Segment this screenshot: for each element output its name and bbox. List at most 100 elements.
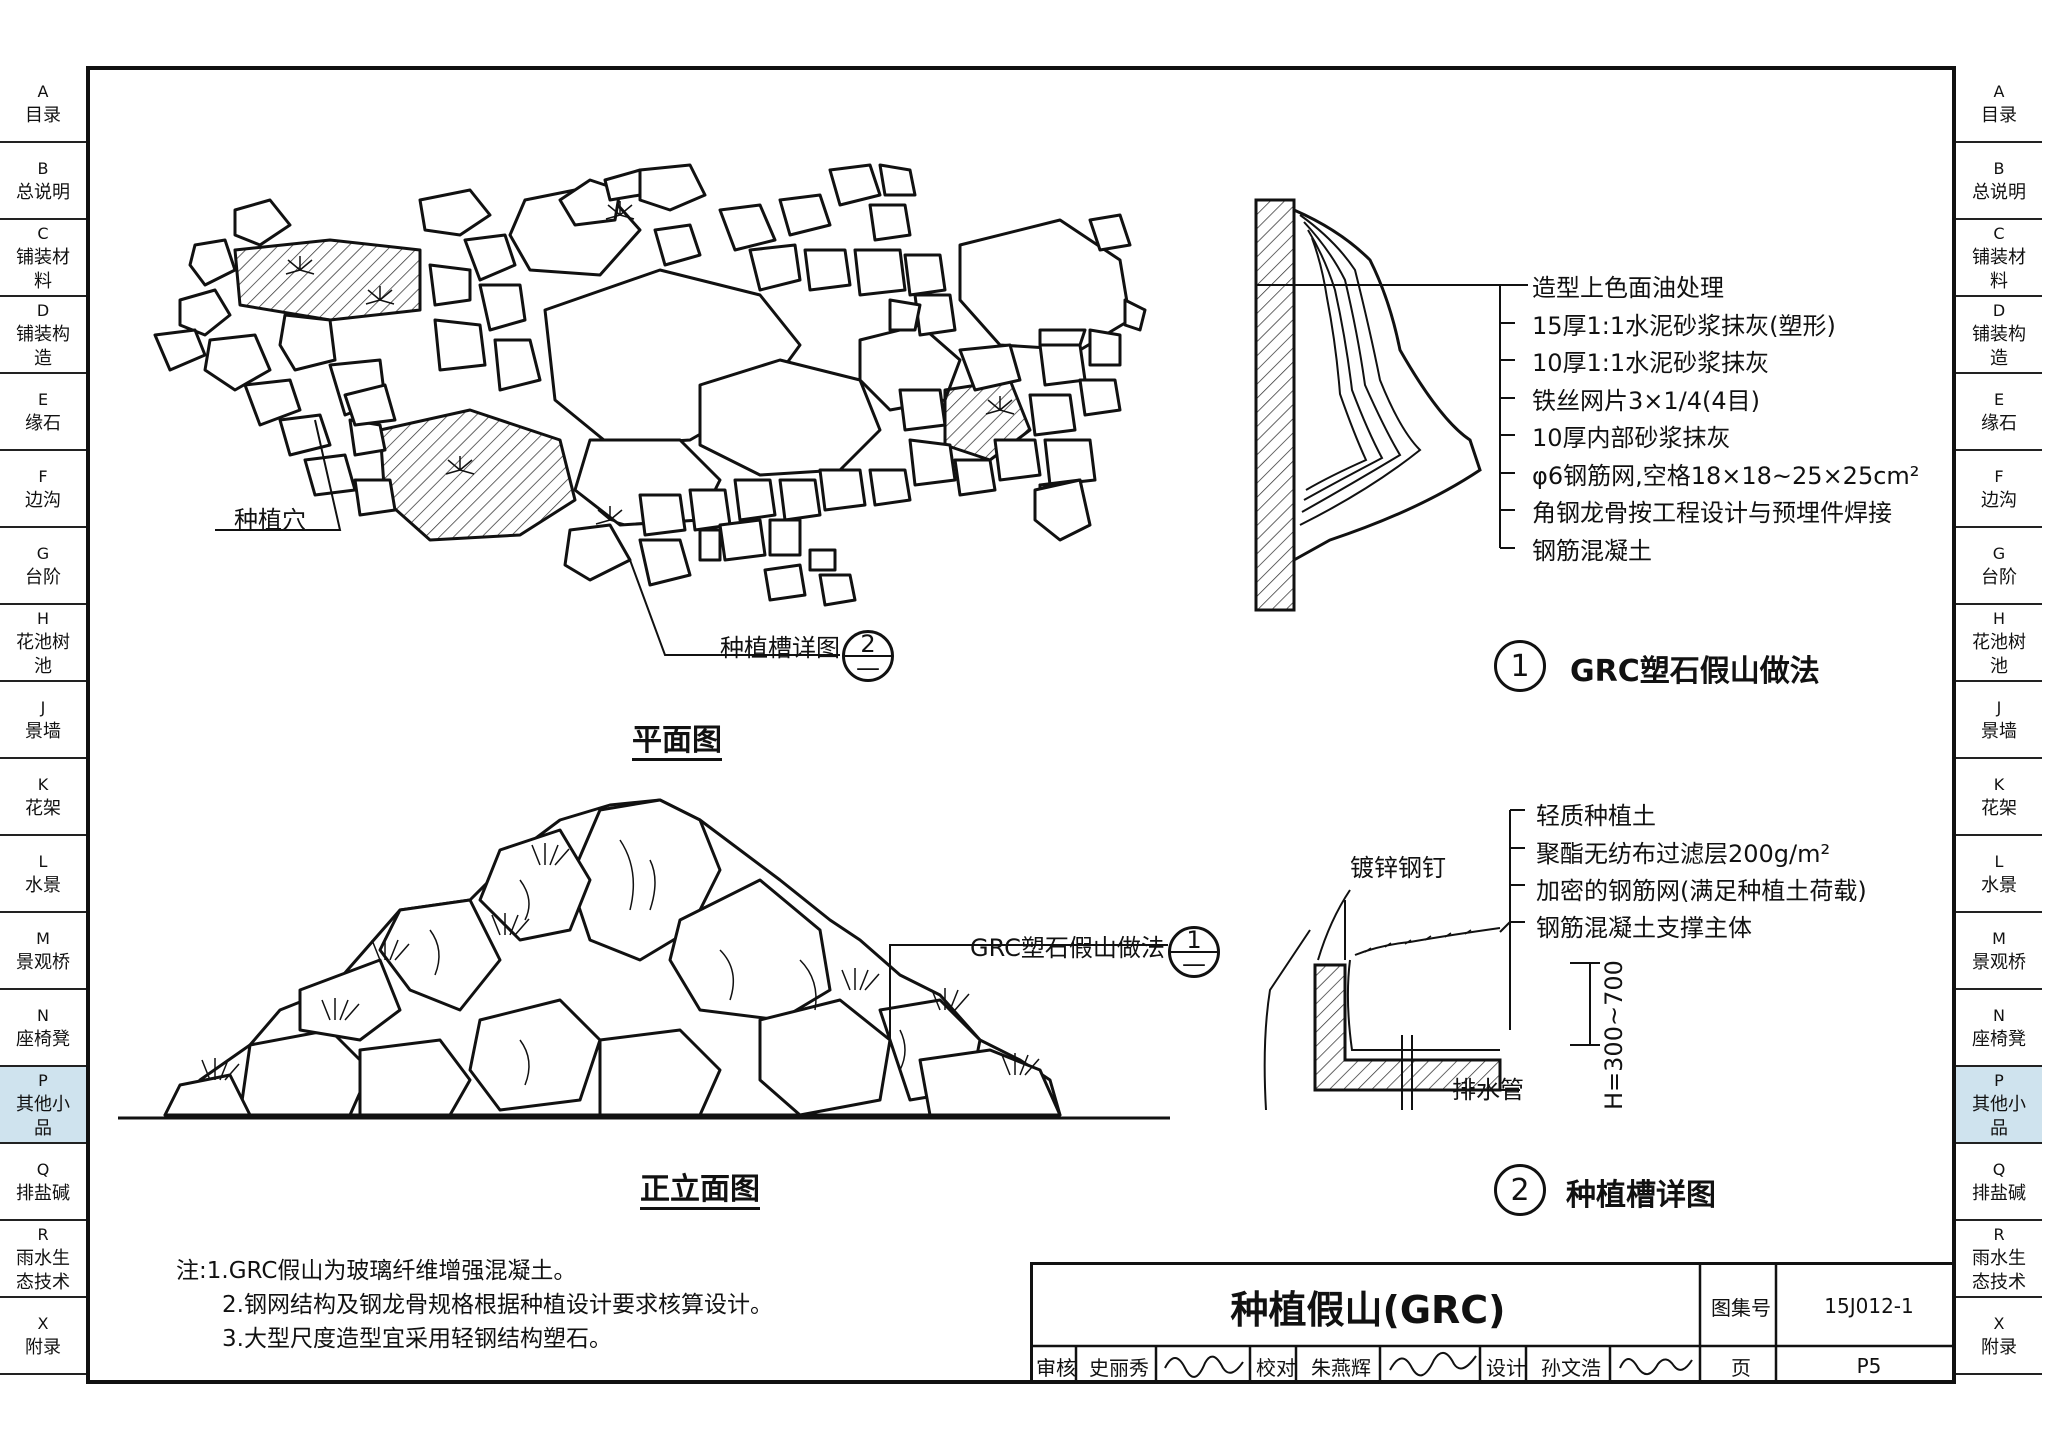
sidebar-item-label: 附录 — [25, 1336, 61, 1358]
elevation-leader — [889, 944, 1168, 1040]
page-number: P5 — [1856, 1354, 1882, 1378]
detail2-section — [1263, 889, 1520, 1111]
sidebar-item-code: M — [36, 928, 50, 948]
sidebar-item-code: Q — [36, 1159, 50, 1179]
sidebar-item-label: 排盐碱 — [1972, 1182, 2026, 1204]
sidebar-item-code: B — [1993, 158, 2005, 178]
sidebar-item-p[interactable]: P 其他小品 — [0, 1067, 86, 1144]
signature-marks — [1164, 1352, 1693, 1378]
sidebar-item-d[interactable]: D 铺装构造 — [1956, 297, 2042, 374]
planting-detail-ref-label: 种植槽详图 — [720, 634, 840, 662]
sidebar-item-code: H — [36, 608, 50, 628]
sidebar-item-code: X — [37, 1313, 49, 1333]
sidebar-item-label: 铺装材料 — [1972, 246, 2026, 292]
sidebar-item-code: N — [1993, 1005, 2005, 1025]
detail1-layer: 10厚1:1水泥砂浆抹灰 — [1532, 349, 1770, 377]
checker-name: 朱燕辉 — [1311, 1355, 1371, 1380]
sidebar-item-n[interactable]: N 座椅凳 — [0, 990, 86, 1067]
note-line: 3.大型尺度造型宜采用轻钢结构塑石。 — [222, 1326, 612, 1352]
sidebar-item-e[interactable]: E 缘石 — [1956, 374, 2042, 451]
grc-ref-label: GRC塑石假山做法 — [970, 934, 1165, 962]
drawing-frame — [86, 66, 1956, 1384]
review-label: 审核 — [1036, 1355, 1076, 1380]
sidebar-item-code: E — [37, 389, 49, 409]
detail2-layer: 轻质种植土 — [1536, 802, 1656, 830]
sidebar-item-code: E — [1993, 389, 2005, 409]
sidebar-item-j[interactable]: J 景墙 — [1956, 682, 2042, 759]
detail-ref-sheet: — — [844, 655, 892, 680]
grc-ref-sheet: — — [1170, 951, 1218, 976]
sidebar-item-label: 目录 — [1981, 104, 2017, 126]
sidebar-item-label: 附录 — [1981, 1336, 2017, 1358]
sidebar-item-code: P — [38, 1070, 48, 1090]
sidebar-item-label: 景墙 — [1981, 720, 2017, 742]
plan-leaders — [215, 419, 840, 656]
sidebar-item-q[interactable]: Q 排盐碱 — [1956, 1144, 2042, 1221]
sidebar-item-code: L — [1994, 851, 2004, 871]
elevation-grass — [201, 843, 1040, 1081]
atlas-number: 15J012-1 — [1824, 1294, 1914, 1318]
sidebar-item-label: 雨水生态技术 — [16, 1247, 70, 1293]
sidebar-item-code: D — [1992, 300, 2006, 320]
sidebar-item-label: 景观桥 — [1972, 951, 2026, 973]
detail2-layer: 钢筋混凝土支撑主体 — [1536, 914, 1752, 942]
sidebar-item-x[interactable]: X 附录 — [0, 1298, 86, 1375]
sidebar-item-code: Q — [1992, 1159, 2006, 1179]
sidebar-item-label: 其他小品 — [16, 1093, 70, 1139]
sidebar-item-q[interactable]: Q 排盐碱 — [0, 1144, 86, 1221]
detail1-section — [1254, 198, 1528, 612]
note-line: 注:1.GRC假山为玻璃纤维增强混凝土。 — [176, 1258, 577, 1284]
sidebar-item-code: F — [1994, 466, 2004, 486]
sidebar-item-code: D — [36, 300, 50, 320]
design-label: 设计 — [1486, 1355, 1526, 1380]
titleblock: 种植假山(GRC) 图集号 15J012-1 审核 史丽秀 校对 朱燕辉 设计 … — [1030, 1262, 1956, 1384]
nail-label: 镀锌钢钉 — [1350, 854, 1446, 882]
sidebar-item-code: K — [1993, 774, 2005, 794]
detail2-leader-bracket — [1499, 809, 1525, 1030]
sidebar-item-label: 铺装构造 — [1972, 323, 2026, 369]
sidebar-item-label: 缘石 — [1981, 412, 2017, 434]
elevation-title: 正立面图 — [640, 1172, 760, 1207]
detail2-layer: 加密的钢筋网(满足种植土荷载) — [1536, 877, 1867, 905]
sidebar-item-code: C — [37, 223, 49, 243]
sidebar-item-label: 座椅凳 — [16, 1028, 70, 1050]
sidebar-item-code: G — [36, 543, 50, 563]
detail2-number-symbol: 2 — [1494, 1164, 1546, 1216]
note-line: 2.钢网结构及钢龙骨规格根据种植设计要求核算设计。 — [222, 1292, 773, 1318]
sidebar-item-label: 排盐碱 — [16, 1182, 70, 1204]
sidebar-item-code: K — [37, 774, 49, 794]
detail1-number-symbol: 1 — [1494, 640, 1546, 692]
sidebar-item-code: F — [38, 466, 48, 486]
sidebar-item-code: J — [1996, 697, 2002, 717]
sidebar-item-code: N — [37, 1005, 49, 1025]
detail1-layer: 角钢龙骨按工程设计与预埋件焊接 — [1532, 499, 1892, 527]
